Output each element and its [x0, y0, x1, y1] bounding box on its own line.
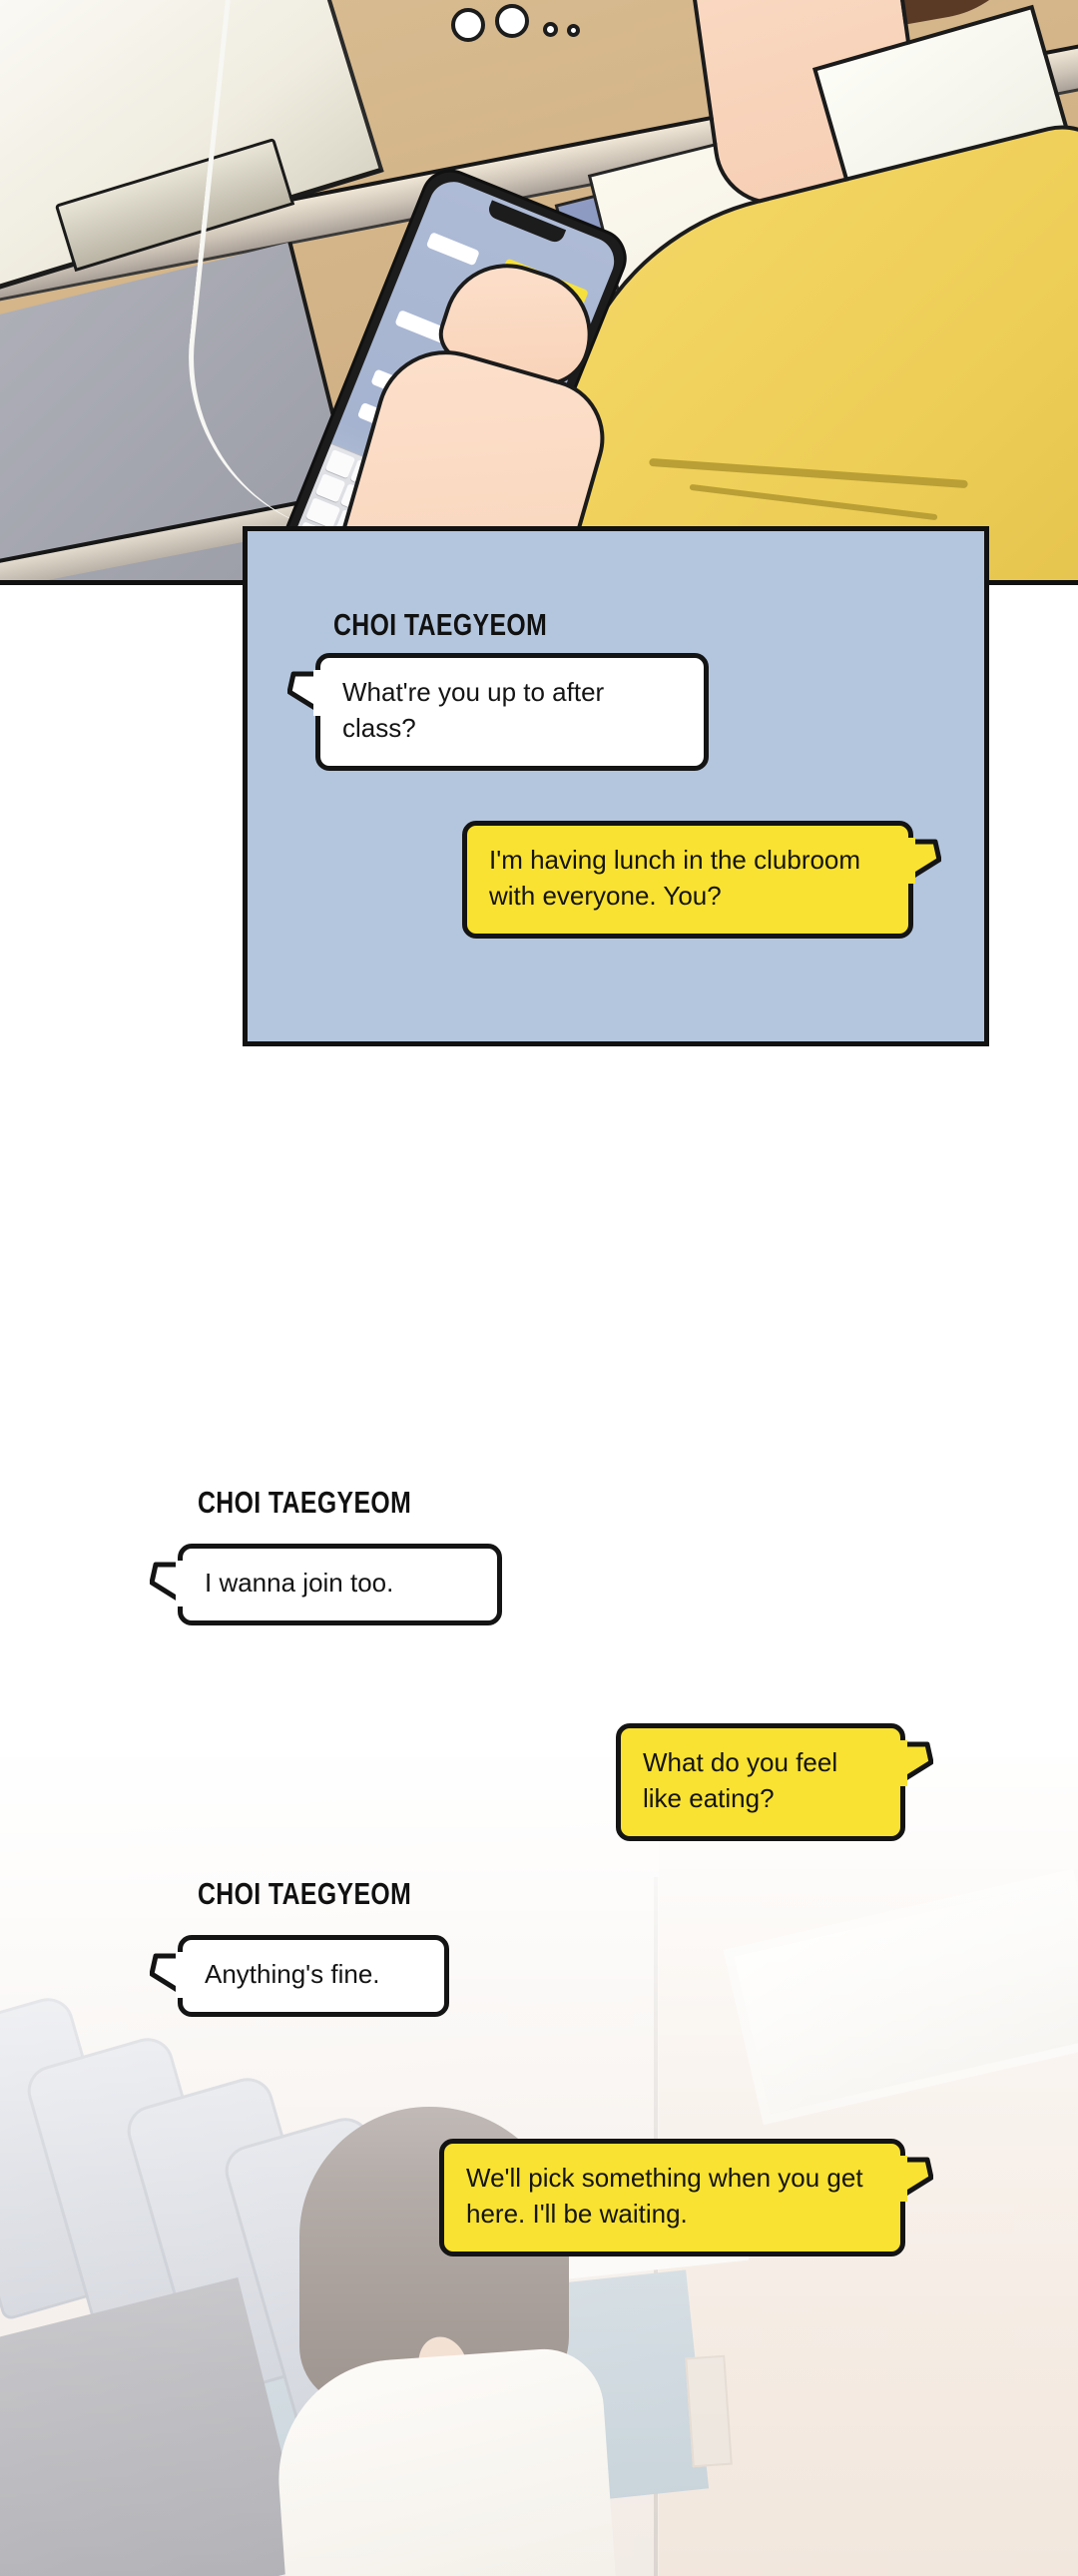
sender-name-label: CHOI TAEGYEOM: [333, 607, 548, 642]
chat-bubble-outgoing: I'm having lunch in the clubroom with ev…: [462, 821, 941, 939]
bubble-tail-right-icon: [899, 1740, 933, 1786]
chat-bubble-incoming: What're you up to after class?: [287, 653, 709, 771]
chat-bubble-text: I wanna join too.: [205, 1568, 394, 1598]
dot: [543, 22, 558, 37]
dot: [495, 4, 529, 38]
sender-name-label: CHOI TAEGYEOM: [198, 1876, 412, 1911]
chat-bubble-incoming: I wanna join too.: [150, 1544, 502, 1625]
bubble-tail-right-icon: [907, 838, 941, 884]
bubble-tail-left-icon: [150, 1561, 184, 1607]
chat-bubble-text: What're you up to after class?: [342, 677, 605, 743]
bubble-tail-left-icon: [150, 1952, 184, 1998]
top-scene-artwork: [0, 0, 1078, 585]
chat-bubble-text: I'm having lunch in the clubroom with ev…: [489, 845, 861, 911]
bubble-tail-right-icon: [899, 2156, 933, 2202]
bottom-scene-artwork: [0, 1757, 1078, 2576]
chat-bubble-outgoing: We'll pick something when you get here. …: [439, 2139, 933, 2256]
chat-bubble-incoming: Anything's fine.: [150, 1935, 449, 2017]
chat-bubble-text: What do you feel like eating?: [643, 1747, 838, 1813]
chat-bubble-text: Anything's fine.: [205, 1959, 380, 1989]
sender-name-label: CHOI TAEGYEOM: [198, 1485, 412, 1520]
phone-msg-bubble: [425, 232, 480, 267]
dot: [567, 24, 580, 37]
dot: [451, 8, 485, 42]
chat-bubble-text: We'll pick something when you get here. …: [466, 2163, 863, 2229]
speech-dots: [451, 4, 581, 54]
chat-bubble-outgoing: What do you feel like eating?: [616, 1723, 933, 1841]
bubble-tail-left-icon: [287, 670, 321, 716]
chat-panel: CHOI TAEGYEOM What're you up to after cl…: [243, 526, 989, 1046]
